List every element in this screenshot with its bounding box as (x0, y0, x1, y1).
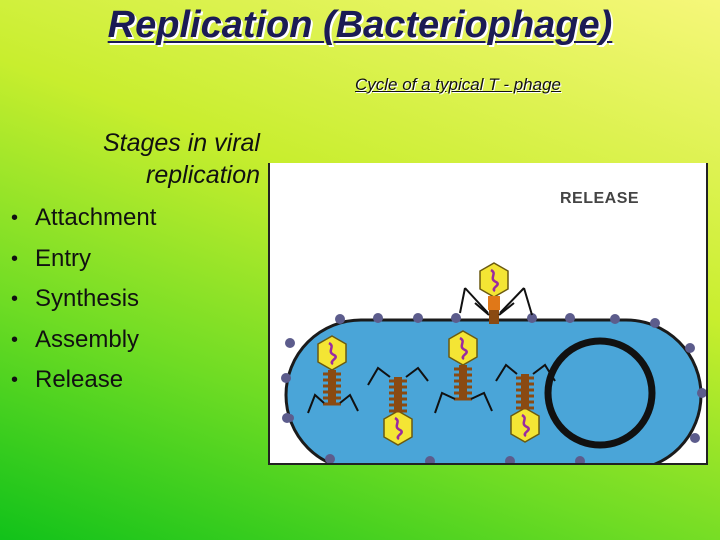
progeny-phage-3 (434, 329, 493, 414)
stage-item-attachment: • Attachment (0, 198, 156, 239)
figure-caption: Cycle of a typical T - phage (355, 75, 561, 94)
stage-label: Assembly (35, 325, 140, 353)
bullet-icon: • (11, 328, 19, 351)
stage-label: Release (35, 366, 124, 393)
bullet-icon: • (11, 247, 19, 270)
stage-list: •Attachment •Entry •Synthesis •Assembly … (0, 198, 156, 401)
progeny-phage-4 (495, 363, 556, 444)
stage-item-synthesis: • Synthesis (0, 279, 156, 320)
bullet-icon: • (11, 207, 19, 229)
stage-label: Entry (35, 244, 92, 272)
stage-item-assembly: • Assembly (0, 320, 156, 361)
progeny-phage-2 (367, 366, 429, 447)
stages-heading: Stages in viral replication (40, 127, 260, 191)
bullet-icon: • (11, 369, 19, 391)
stage-label: Synthesis (35, 285, 140, 312)
slide-title: Replication (Bacteriophage) (107, 4, 613, 46)
stage-item-release: • Release (0, 360, 156, 401)
attached-phage (459, 261, 533, 324)
bullet-icon: • (11, 288, 19, 310)
stages-heading-line-1: Stages in viral (102, 129, 260, 157)
release-label: RELEASE (560, 190, 640, 207)
membrane-receptors (281, 313, 706, 463)
phage-release-illustration (281, 261, 706, 463)
bacterial-chromosome (544, 337, 656, 449)
release-figure: RELEASE (268, 163, 708, 465)
stage-item-entry: • Entry (0, 239, 156, 280)
stages-heading-line-2: replication (146, 161, 260, 189)
bacterial-cell (284, 318, 703, 463)
stage-label: Attachment (35, 204, 157, 231)
progeny-phage-1 (307, 334, 359, 414)
